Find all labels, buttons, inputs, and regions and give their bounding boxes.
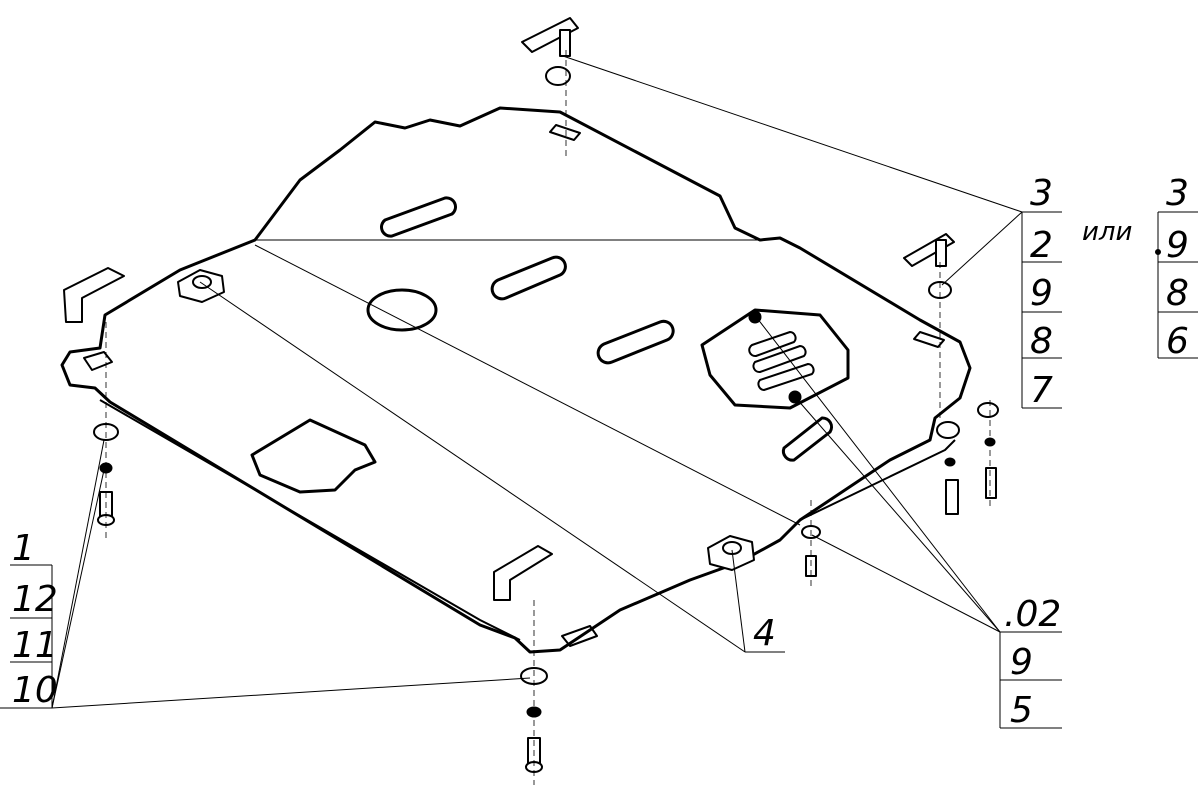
callout-label: .02 <box>1004 594 1061 635</box>
fasteners <box>93 66 999 773</box>
slot <box>781 416 834 462</box>
callout-label: 3 <box>1166 173 1189 214</box>
skid-plate <box>60 106 972 654</box>
round-hole <box>366 288 438 332</box>
callout-label: 7 <box>1030 370 1053 411</box>
callout-label: 10 <box>12 670 58 711</box>
callout-center-bottom: 4 <box>745 613 785 654</box>
callout-left: 1 12 11 10 <box>0 528 58 711</box>
callout-label: 5 <box>1010 690 1033 731</box>
callout-bottom-right: .02 9 5 <box>999 594 1062 731</box>
slot <box>380 196 457 238</box>
slot <box>596 319 675 365</box>
leader-lines <box>51 54 1023 709</box>
mounting-bracket <box>493 545 553 601</box>
callout-label: 11 <box>12 625 58 666</box>
callout-label: 9 <box>1010 642 1033 683</box>
callout-label: 8 <box>1030 321 1053 362</box>
callout-label: 8 <box>1166 273 1189 314</box>
hatch-panel <box>700 308 850 410</box>
callout-label: 12 <box>12 579 58 620</box>
callout-label: 9 <box>1030 273 1053 314</box>
centerlines <box>105 50 991 785</box>
slot <box>490 255 567 301</box>
callout-label: 6 <box>1166 321 1189 362</box>
callout-label: 2 <box>1030 225 1053 266</box>
alternative-separator: или <box>1082 217 1132 247</box>
callout-label: 9 <box>1166 225 1189 266</box>
callout-label: 1 <box>12 528 35 569</box>
mounting-bracket <box>63 267 125 323</box>
callout-label: 3 <box>1030 173 1053 214</box>
brackets <box>63 17 955 601</box>
callout-top-right: 3 2 9 8 7 <box>1021 173 1062 411</box>
mounting-bracket <box>521 17 579 53</box>
callout-alternative: 3 9 8 6 <box>1155 173 1198 362</box>
callout-label: 4 <box>753 613 776 654</box>
vent-cutout <box>250 418 377 494</box>
